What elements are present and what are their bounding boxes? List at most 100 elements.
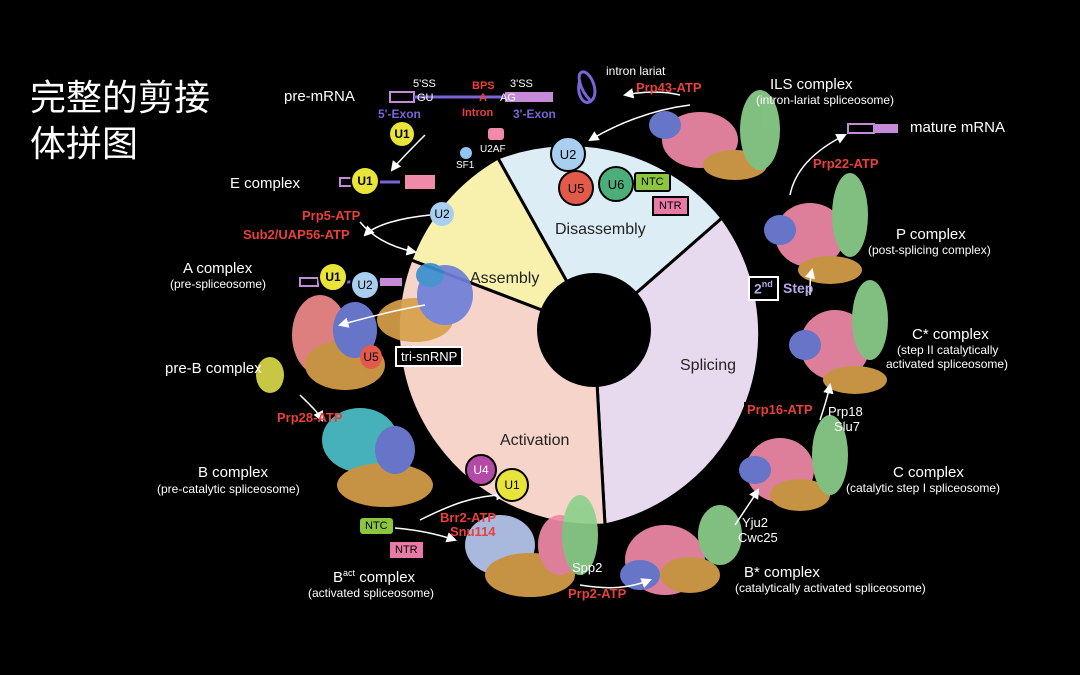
label-bact-complex: Bact complex [333,568,415,586]
second-step-box: 2nd [748,276,779,302]
bact-sup: act [343,568,356,578]
label-ils-sub: (intron-lariat spliceosome) [756,93,895,107]
u1-circle-premrna: U1 [390,122,414,146]
label-c-complex: C complex [893,464,964,481]
factor-prp2: Prp2-ATP [568,586,627,601]
structure-renders [256,90,888,597]
label-exon3: 3'-Exon [513,107,556,121]
label-cstar-sub1: (step II catalytically [897,343,999,357]
step-num: 2 [754,280,762,297]
ntr-box-incoming: NTR [390,542,423,558]
label-bps: BPS [472,80,495,92]
label-c-sub: (catalytic step I spliceosome) [846,481,1001,495]
label-p-sub: (post-splicing complex) [868,243,991,257]
factor-prp16: Prp16-ATP [744,402,816,417]
arrow-ils-to-disassembly [588,104,691,142]
u5-circle-preb: U5 [360,345,382,369]
structure-tri-snrnp [377,263,473,342]
u2-circle-disassembly: U2 [550,136,586,172]
factor-sub2: Sub2/UAP56-ATP [243,227,350,242]
label-3ss: 3'SS [510,78,533,90]
label-bstar-sub: (catalytically activated spliceosome) [735,581,926,595]
arrow-preb-to-b [299,394,323,422]
label-yju2: Yju2 [742,515,769,530]
sf1-ball [460,147,472,159]
u2-circle-a: U2 [350,270,380,300]
label-a-complex-sub: (pre-spliceosome) [170,277,267,291]
sector-label-activation: Activation [500,432,569,449]
intron-lariat-shape [577,70,597,104]
factor-prp5: Prp5-ATP [302,208,361,223]
factor-snu114: Snu114 [450,524,496,539]
label-cwc25: Cwc25 [738,530,778,545]
mature-mrna-shape [847,123,898,134]
ntr-box-disassembly: NTR [652,196,689,216]
u1-circle-release: U1 [495,468,529,502]
sector-label-splicing: Splicing [680,357,736,374]
factor-prp22: Prp22-ATP [813,156,879,171]
label-cstar-sub2: activated spliceosome) [886,357,1009,371]
step-sup: nd [761,279,773,289]
label-ag: AG [500,92,516,104]
premrna-schematic: 5'SS 3'SS GU AG BPS A Intron 5'-Exon 3'-… [378,78,556,121]
label-ils-complex: ILS complex [770,76,853,93]
structure-c [739,415,848,511]
u2af-label: U2AF [480,144,506,155]
label-premrna: pre-mRNA [284,88,355,105]
structure-bact [465,495,598,597]
label-e-complex: E complex [230,175,301,192]
label-b-complex-sub: (pre-catalytic spliceosome) [157,482,300,496]
u6-circle-disassembly: U6 [598,166,634,202]
label-slu7: Slu7 [834,419,861,434]
wheel-hub [537,273,651,387]
structure-ils [649,90,780,180]
exon5-box [389,91,415,103]
factor-prp43: Prp43-ATP [636,80,702,95]
label-p-complex: P complex [896,226,966,243]
u2af-shape [488,128,504,140]
label-bact-sub: (activated spliceosome) [308,586,435,600]
u5-circle-disassembly: U5 [558,170,594,206]
arrow-e-to-a [359,221,418,256]
title-line-2: 体拼图 [30,124,139,165]
bact-b: B [333,569,344,586]
tri-snrnp-box: tri-snRNP [395,346,464,367]
arrow-a-to-preb [337,304,426,328]
arrow-bstar-to-c [734,488,760,526]
cycle-arrows [299,88,847,589]
slide-title: 完整的剪接 体拼图 [30,76,210,168]
label-5ss: 5'SS [413,78,436,90]
label-intron-lariat: intron lariat [606,64,666,78]
arrow-b-to-bact [419,489,508,521]
label-branch-a: A [479,92,487,104]
label-bstar-complex: B* complex [744,564,820,581]
label-spp2: Spp2 [572,560,603,575]
title-line-1: 完整的剪接 [30,78,211,119]
sector-label-disassembly: Disassembly [555,221,646,238]
u1-circle-a: U1 [318,262,348,292]
structure-p [764,173,868,284]
label-preb-complex: pre-B complex [165,360,262,377]
arrow-p-to-mature [789,134,847,196]
arrow-bact-to-bstar [579,578,652,589]
label-exon5: 5'-Exon [378,107,421,121]
sector-label-assembly: Assembly [470,270,539,287]
ntc-box-incoming: NTC [360,518,393,534]
ntc-box-disassembly: NTC [634,172,671,192]
structure-preb [256,295,385,393]
label-b-complex: B complex [198,464,269,481]
label-a-complex: A complex [183,260,253,277]
arrow-c-to-cstar [819,382,834,421]
label-gu: GU [417,92,434,104]
structure-b [322,408,433,507]
tri-snrnp-label: tri-snRNP [401,349,458,364]
sf1-label: SF1 [456,160,475,171]
step-word: Step [783,280,814,296]
label-intron: Intron [462,107,493,119]
arrow-u2-in [363,214,431,237]
structure-cstar [789,280,888,394]
arrow-premrna-to-e [390,134,426,172]
u2-circle-incoming: U2 [430,202,454,226]
